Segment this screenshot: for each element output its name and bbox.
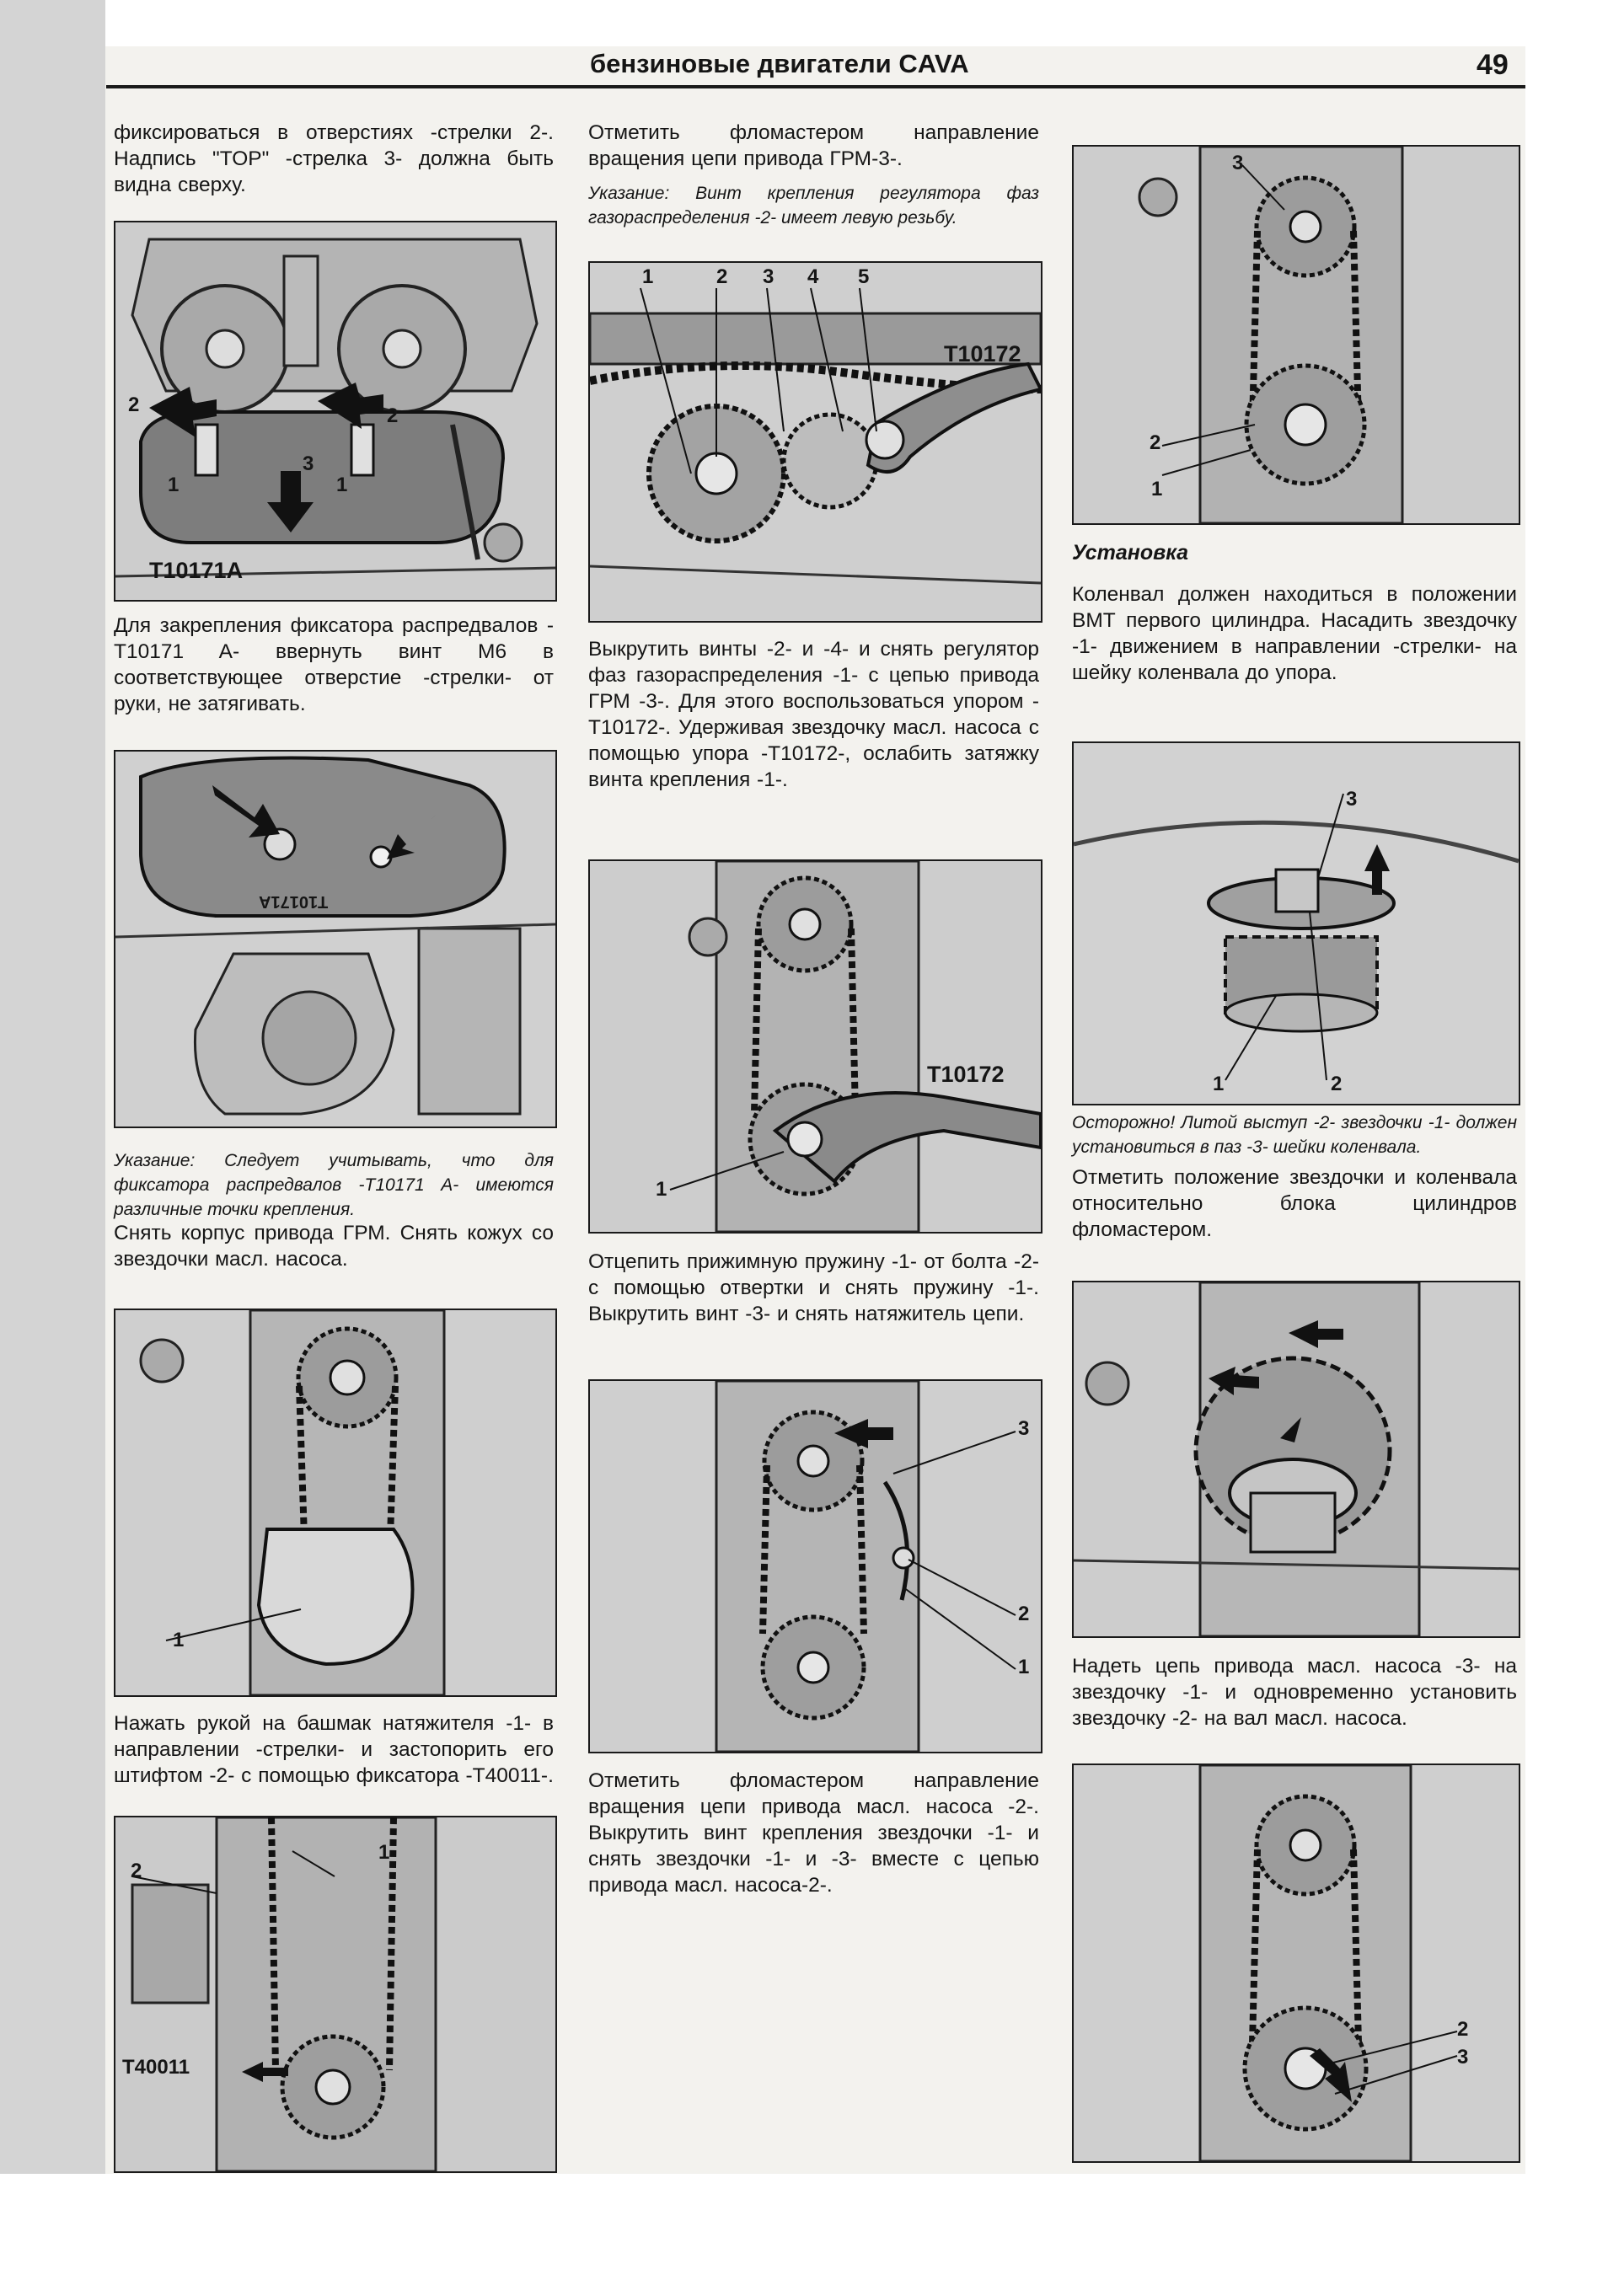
callout-1-right: 1 bbox=[336, 474, 348, 496]
callout-2: 2 bbox=[1457, 2018, 1469, 2041]
callout-4: 4 bbox=[807, 265, 819, 288]
callout-2: 2 bbox=[1018, 1603, 1030, 1625]
figure-crank-sprocket-fit-drawing bbox=[1074, 743, 1519, 1104]
running-header-title: бензиновые двигатели CAVA bbox=[590, 49, 969, 78]
col2-note: Указание: Винт крепления регулятора фаз … bbox=[588, 184, 1039, 227]
callout-3: 3 bbox=[1457, 2046, 1469, 2069]
figure-oil-pump-chain-install-drawing bbox=[1074, 1765, 1519, 2161]
callout-3: 3 bbox=[1018, 1417, 1030, 1440]
col2-paragraph-1: Отметить фломастером направление вращени… bbox=[588, 121, 1039, 170]
col1-paragraph-4: Нажать рукой на башмак натяжителя -1- в … bbox=[114, 1712, 554, 1787]
figure-crank-sprocket-marking bbox=[1072, 1281, 1520, 1638]
col2-paragraph-2: Выкрутить винты -2- и -4- и снять регуля… bbox=[588, 638, 1039, 791]
callout-3: 3 bbox=[1346, 788, 1358, 811]
figure-chain-tensioner-spring: 3 2 1 bbox=[588, 1379, 1042, 1753]
figure-camshaft-tool-fixing-points-drawing bbox=[115, 752, 555, 1127]
figure-timing-chain-cover-removed-drawing bbox=[115, 1310, 555, 1695]
callout-2: 2 bbox=[716, 265, 728, 288]
figure-tensioner-pinned-drawing bbox=[115, 1817, 555, 2171]
tool-label-t40011: T40011 bbox=[122, 2056, 190, 2079]
figure-cam-adjuster-removal-drawing bbox=[590, 263, 1041, 621]
section-heading-installation: Установка bbox=[1072, 541, 1189, 565]
col3-paragraph-2: Отметить положение звездочки и коленвала… bbox=[1072, 1166, 1517, 1241]
page-number: 49 bbox=[1477, 49, 1509, 81]
callout-2: 2 bbox=[1331, 1073, 1343, 1095]
scan-shadow-edge bbox=[0, 0, 105, 2174]
figure-cam-adjuster-removal: 1 2 3 4 5 T10172 bbox=[588, 261, 1042, 623]
col1-paragraph-1: фиксироваться в отверстиях -стрелки 2-. … bbox=[114, 121, 554, 196]
figure-crank-sprocket-marking-drawing bbox=[1074, 1282, 1519, 1636]
tool-label-t10172: T10172 bbox=[944, 341, 1021, 367]
col3-paragraph-3: Надеть цепь привода масл. насоса -3- на … bbox=[1072, 1655, 1517, 1730]
callout-1: 1 bbox=[656, 1178, 667, 1201]
callout-1: 1 bbox=[1213, 1073, 1225, 1095]
callout-3: 3 bbox=[303, 452, 314, 475]
callout-1: 1 bbox=[642, 265, 654, 288]
col2-paragraph-3: Отцепить прижимную пружину -1- от болта … bbox=[588, 1250, 1039, 1325]
callout-2-left: 2 bbox=[128, 393, 140, 416]
callout-2: 2 bbox=[131, 1860, 142, 1882]
col1-note: Указание: Следует учитывать, что для фик… bbox=[114, 1151, 554, 1219]
figure-oil-pump-sprocket-hold-drawing bbox=[590, 861, 1041, 1232]
callout-5: 5 bbox=[858, 265, 870, 288]
col3-paragraph-1: Коленвал должен находиться в положении В… bbox=[1072, 583, 1517, 684]
callout-3: 3 bbox=[763, 265, 774, 288]
figure-camshaft-tool-fixing-points: T10171A bbox=[114, 750, 557, 1128]
col2-paragraph-4: Отметить фломастером направление вращени… bbox=[588, 1769, 1039, 1897]
col1-paragraph-3: Снять корпус привода ГРМ. Снять кожух со… bbox=[114, 1222, 554, 1271]
callout-1: 1 bbox=[173, 1629, 185, 1651]
callout-1: 1 bbox=[378, 1841, 390, 1864]
figure-oil-pump-sprocket-hold: 1 T10172 bbox=[588, 859, 1042, 1234]
figure-tensioner-pinned: 2 1 T40011 bbox=[114, 1816, 557, 2173]
callout-2-right: 2 bbox=[387, 404, 399, 427]
figure-oil-pump-chain-set-drawing bbox=[1074, 147, 1519, 523]
col3-note: Осторожно! Литой выступ -2- звездочки -1… bbox=[1072, 1113, 1517, 1157]
figure-timing-chain-cover-removed: 1 bbox=[114, 1309, 557, 1697]
callout-3: 3 bbox=[1232, 152, 1244, 174]
figure-camshaft-locking-tool-drawing bbox=[115, 222, 555, 600]
figure-crank-sprocket-fit: 3 1 2 bbox=[1072, 741, 1520, 1105]
tool-label-t10171a: T10171A bbox=[149, 558, 244, 583]
callout-1: 1 bbox=[1151, 478, 1163, 500]
tool-label-t10171a-inverted: T10171A bbox=[259, 892, 329, 911]
figure-oil-pump-chain-install: 2 3 bbox=[1072, 1763, 1520, 2163]
figure-oil-pump-chain-set: 3 2 1 bbox=[1072, 145, 1520, 525]
callout-2: 2 bbox=[1150, 431, 1161, 454]
col1-paragraph-2: Для закрепления фиксатора распредвалов -… bbox=[114, 614, 554, 715]
header-rule bbox=[106, 85, 1525, 88]
callout-1: 1 bbox=[1018, 1656, 1030, 1678]
figure-chain-tensioner-spring-drawing bbox=[590, 1381, 1041, 1752]
figure-camshaft-locking-tool: 2 2 1 1 3 T10171A bbox=[114, 221, 557, 602]
callout-1-left: 1 bbox=[168, 474, 180, 496]
tool-label-t10172: T10172 bbox=[927, 1062, 1005, 1087]
